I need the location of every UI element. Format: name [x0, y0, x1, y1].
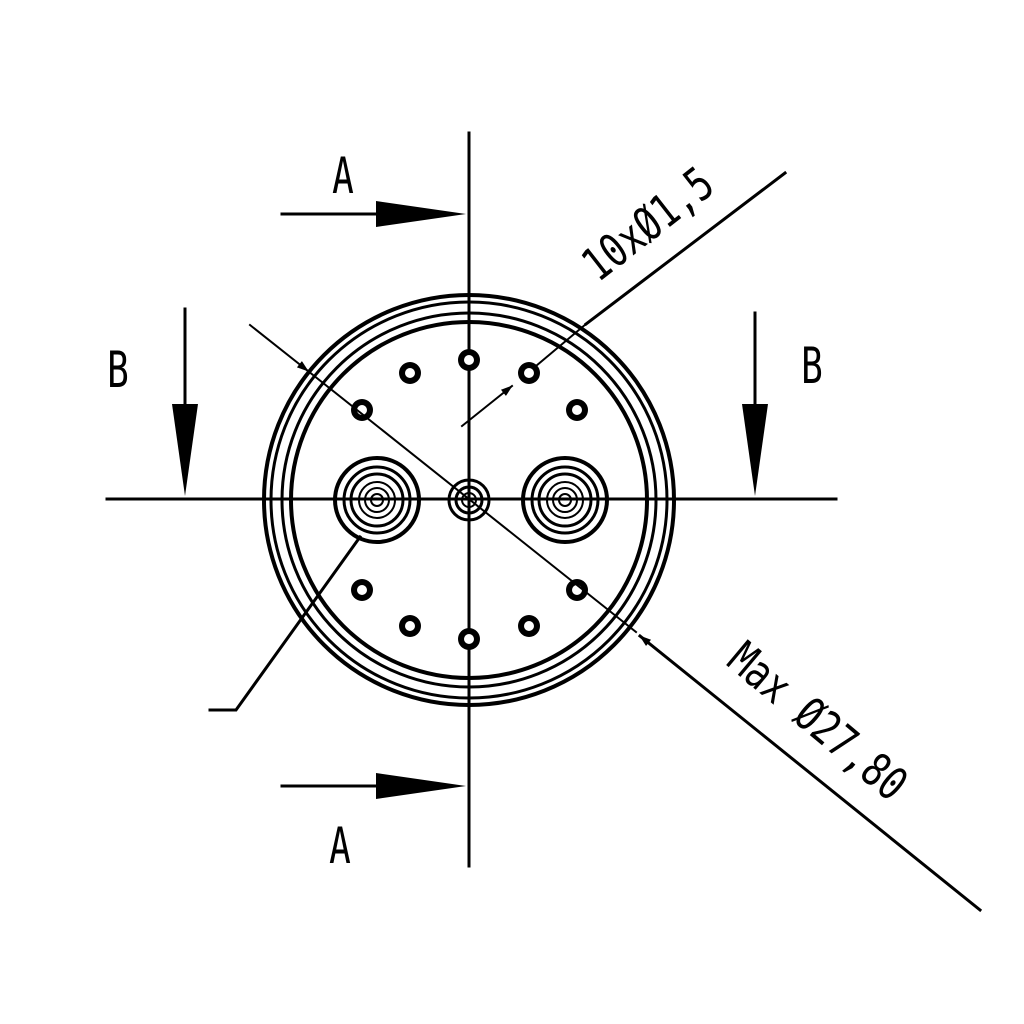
section-b-left-marker: B	[107, 307, 198, 496]
pin-hole	[458, 349, 480, 371]
pin-holes	[351, 349, 588, 650]
section-b-right-marker: B	[742, 311, 823, 496]
pin-hole	[351, 399, 373, 421]
section-a-bottom-label: A	[329, 818, 351, 875]
section-a-top-marker: A	[280, 148, 466, 227]
section-a-bottom-marker: A	[280, 773, 466, 876]
coax-contact-right	[521, 456, 609, 544]
pin-hole	[518, 362, 540, 384]
pin-hole	[399, 615, 421, 637]
hole-callout-label: 10xØ1,5	[572, 157, 724, 292]
hole-callout: 10xØ1,5	[460, 157, 788, 428]
pin-hole	[458, 628, 480, 650]
coax-leader-line	[208, 534, 363, 712]
section-a-top-label: A	[332, 148, 354, 205]
connector-body	[262, 293, 676, 707]
pin-hole	[518, 615, 540, 637]
section-b-left-label: B	[107, 342, 129, 399]
coax-contact-left	[333, 456, 421, 544]
pin-hole	[566, 399, 588, 421]
pin-hole	[399, 362, 421, 384]
section-b-right-label: B	[801, 338, 823, 395]
pin-hole	[351, 579, 373, 601]
center-contact	[447, 478, 491, 522]
